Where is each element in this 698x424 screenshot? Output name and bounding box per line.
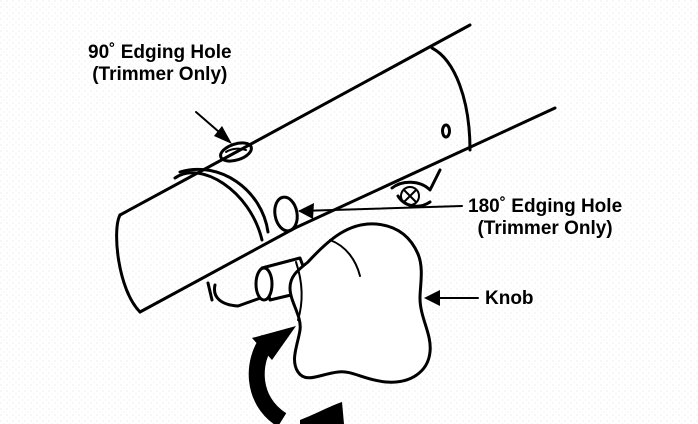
tube-screw — [441, 123, 451, 139]
arrowhead-knob — [424, 290, 440, 306]
label-90-line1: 90˚ Edging Hole — [88, 42, 232, 63]
leader-180 — [299, 205, 463, 212]
edging-hole-90 — [219, 141, 253, 163]
label-knob-text: Knob — [485, 288, 534, 309]
arrowhead-90 — [214, 126, 232, 144]
rotation-arrow — [248, 326, 344, 424]
label-180-edging-hole: 180˚ Edging Hole (Trimmer Only) — [468, 196, 622, 240]
edging-hole-180 — [273, 195, 299, 233]
label-knob: Knob — [485, 288, 534, 310]
knob — [288, 222, 432, 384]
arrowhead-180 — [298, 203, 314, 219]
clamp-bracket — [206, 168, 442, 308]
label-180-line1: 180˚ Edging Hole — [468, 196, 623, 217]
label-180-line2: (Trimmer Only) — [477, 218, 613, 239]
label-90-line2: (Trimmer Only) — [92, 64, 228, 85]
label-90-edging-hole: 90˚ Edging Hole (Trimmer Only) — [88, 42, 232, 86]
